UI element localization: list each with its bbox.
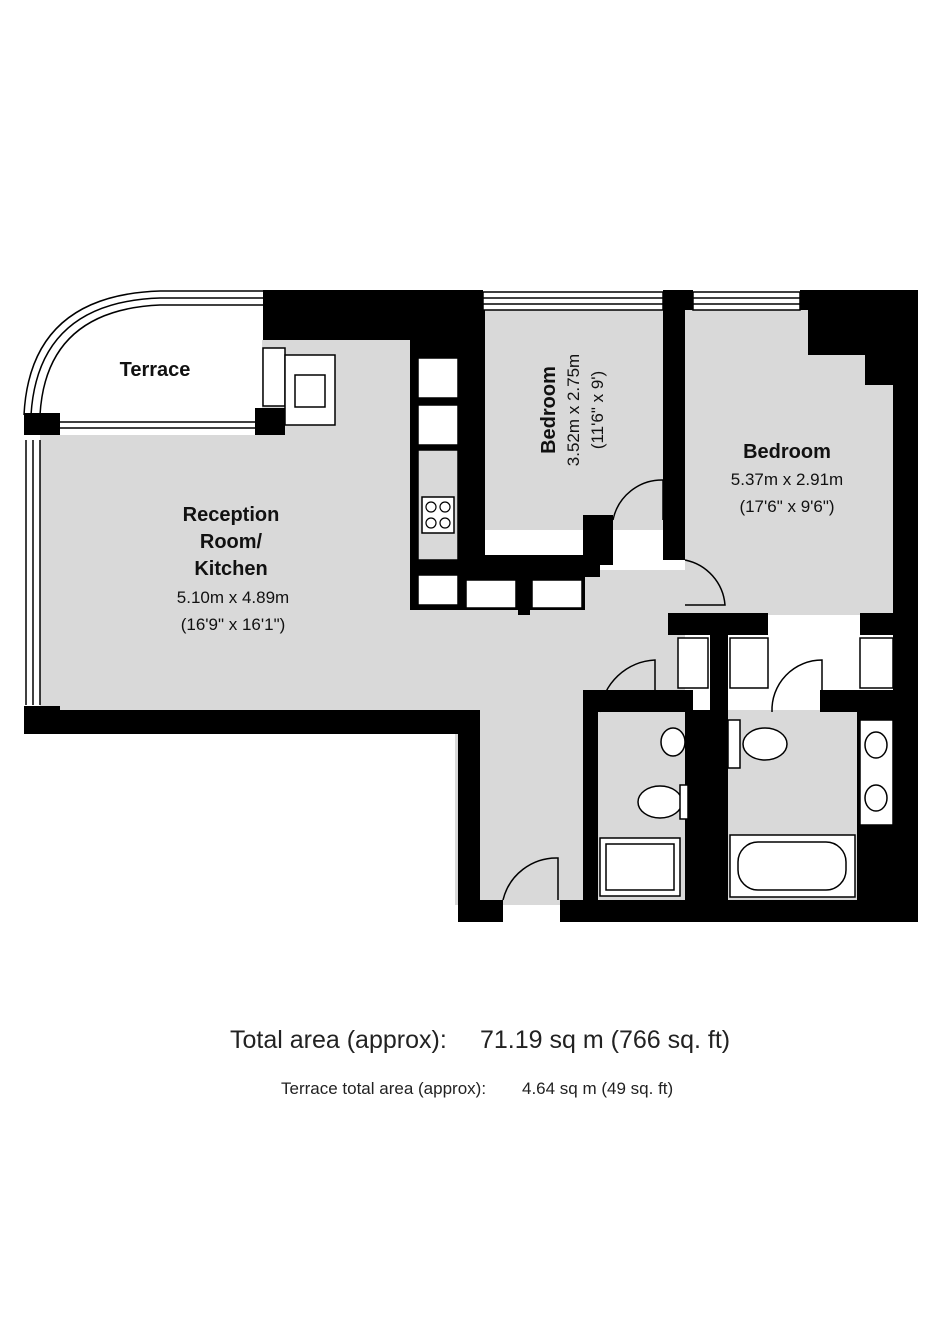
bedroom2-window [692, 291, 801, 311]
wall-bed2-south-left [668, 613, 768, 635]
room-labels: Terrace Reception Room/ Kitchen 5.10m x … [120, 354, 844, 634]
reception-name-line-3: Kitchen [194, 558, 267, 580]
entrance-door-swing [502, 857, 559, 901]
terrace-area-label: Terrace total area (approx): [281, 1079, 487, 1098]
bath2-basin-bottom-icon [864, 784, 888, 812]
shower-tray-inner [605, 843, 675, 891]
hall-cupboard-right [531, 579, 583, 609]
bedroom1-name: Bedroom [538, 366, 560, 454]
bath2-basin-top-icon [864, 731, 888, 759]
wall-wardrobe-divider [710, 625, 728, 710]
wall-north-1 [263, 290, 483, 340]
terrace-area-value: 4.64 sq m (49 sq. ft) [522, 1079, 674, 1098]
north-windows [262, 291, 801, 407]
wall-divider-upper [663, 290, 685, 520]
kitchen-unit-2 [417, 404, 459, 446]
bath2-cistern [727, 719, 741, 769]
bathroom1-fittings [599, 727, 689, 897]
hob-ring-2 [439, 501, 451, 513]
wall-south-hall-left [458, 900, 503, 922]
wall-terrace-column [255, 408, 285, 435]
kitchen-sink-icon [294, 374, 326, 408]
wall-bed2-south-right [860, 613, 918, 635]
bedroom2-imperial: (17'6" x 9'6") [739, 497, 834, 516]
terrace-inner-curve [39, 304, 263, 416]
doors [502, 479, 823, 901]
reception-metric: 5.10m x 4.89m [177, 588, 289, 607]
wall-south-hall-right [560, 900, 918, 922]
terrace-mid-curve [30, 297, 263, 416]
total-area-value: 71.19 sq m (766 sq. ft) [480, 1026, 731, 1054]
cupboards [417, 574, 894, 689]
bedroom1-imperial: (11'6" x 9') [588, 371, 607, 449]
wall-bath1-west [583, 700, 598, 920]
bathroom2-fittings [727, 719, 894, 898]
west-window [25, 440, 41, 705]
wall-west-hall [458, 710, 480, 922]
terrace-label: Terrace [120, 359, 191, 381]
wall-bath2-north [820, 690, 918, 712]
reception-floor [40, 435, 460, 710]
bath1-cistern [679, 784, 689, 820]
wardrobe-bed2-right [859, 637, 894, 689]
bathtub-inner [737, 841, 847, 891]
wall-west-stub-top [24, 413, 60, 435]
bath1-door-swing [599, 659, 656, 713]
bath1-toilet-icon [637, 785, 683, 819]
wall-bath-divider [685, 710, 728, 922]
reception-imperial: (16'9" x 16'1") [181, 615, 286, 634]
kitchen-unit-1 [417, 357, 459, 399]
hob-ring-1 [425, 501, 437, 513]
kitchen-fittings [284, 354, 459, 561]
bedroom1-metric: 3.52m x 2.75m [564, 354, 583, 466]
bedroom1-floor [485, 310, 665, 530]
bedroom1-door-swing [612, 479, 664, 521]
wall-south-reception [24, 710, 480, 734]
bedroom2-name: Bedroom [743, 441, 831, 463]
terrace-area-row: Terrace total area (approx): 4.64 sq m (… [281, 1079, 673, 1099]
wall-bath1-north [583, 690, 693, 712]
bath2-toilet-icon [742, 727, 788, 761]
reception-name-line-1: Reception [183, 504, 280, 526]
hob-icon [421, 496, 455, 534]
wardrobe-bath1 [677, 637, 709, 689]
terrace-outer-curve [23, 290, 263, 416]
total-area-label: Total area (approx): [230, 1026, 447, 1054]
bath1-basin-icon [660, 727, 686, 757]
wall-bedroom1-south-right [583, 515, 613, 565]
bedroom2-door-swing [684, 559, 726, 606]
wardrobe-bed2-left [729, 637, 769, 689]
bath2-door-swing [771, 659, 823, 713]
terrace-door-glazing [262, 347, 286, 407]
hall-cupboard-left [465, 579, 517, 609]
terrace [23, 290, 263, 429]
wall-cupboard-sep [518, 575, 530, 615]
reception-name-line-2: Room/ [200, 531, 263, 553]
bedroom2-floor [685, 310, 895, 615]
hob-ring-4 [439, 517, 451, 529]
hob-ring-3 [425, 517, 437, 529]
total-area-row: Total area (approx): 71.19 sq m (766 sq.… [230, 1026, 730, 1055]
bedroom1-window [482, 291, 664, 311]
bedroom2-metric: 5.37m x 2.91m [731, 470, 843, 489]
kitchen-corner-unit [417, 574, 459, 606]
wall-ne-step [865, 290, 918, 385]
